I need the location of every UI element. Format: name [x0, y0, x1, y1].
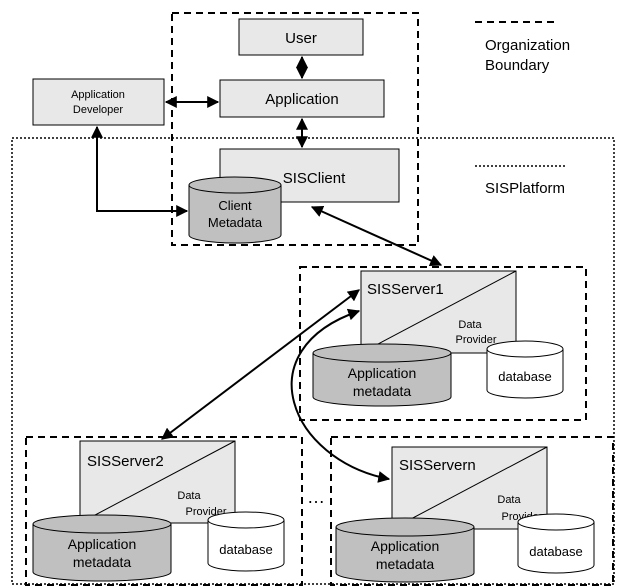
- arrow-clientmeta-server1: [310, 205, 443, 267]
- app-developer-box: [32, 78, 165, 126]
- application-label: Application: [265, 91, 338, 108]
- server1-meta-label-1: Application: [348, 365, 417, 381]
- server1-provider-2: Provider: [456, 334, 497, 346]
- app-developer-label-2: Developer: [73, 104, 123, 116]
- legend-org-label-1: Organization: [485, 37, 570, 54]
- servers-ellipsis: …: [307, 487, 325, 507]
- server2-meta-label-2: metadata: [73, 554, 132, 570]
- servern-app-metadata-cylinder: [335, 517, 475, 583]
- client-metadata-cylinder: [188, 176, 282, 244]
- server2-database-cylinder: [207, 511, 285, 572]
- server2-diagonal: [79, 440, 236, 524]
- app-developer-label-1: Application: [71, 89, 125, 101]
- server2-database-label: database: [219, 542, 273, 557]
- server1-org-boundary: [299, 266, 587, 421]
- application-box: [219, 79, 385, 118]
- server1-database-cylinder: [486, 340, 564, 399]
- arrow-server1-servern: [290, 308, 391, 483]
- client-metadata-label-2: Metadata: [208, 215, 263, 230]
- servern-diagonal: [391, 446, 548, 530]
- sisclient-label: SISClient: [283, 170, 346, 187]
- servern-meta-label-1: Application: [371, 538, 440, 554]
- servern-label: SISServern: [399, 457, 476, 474]
- server2-provider-1: Data: [177, 490, 201, 502]
- user-box: [238, 18, 364, 56]
- servern-org-boundary: [330, 436, 614, 586]
- arrow-developer-clientmeta: [91, 125, 189, 217]
- server1-label: SISServer1: [367, 281, 444, 298]
- arrow-server1-server2: [161, 289, 360, 440]
- legend-org-label-2: Boundary: [485, 57, 550, 74]
- server2-app-metadata-cylinder: [32, 514, 172, 582]
- legend-platform-label: SISPlatform: [485, 180, 565, 197]
- servern-database-cylinder: [517, 513, 595, 574]
- servern-provider-1: Data: [497, 494, 521, 506]
- user-label: User: [285, 30, 317, 47]
- server1-database-label: database: [498, 369, 552, 384]
- server1-provider-1: Data: [458, 319, 482, 331]
- server2-meta-label-1: Application: [68, 536, 137, 552]
- server2-label: SISServer2: [87, 453, 164, 470]
- server1-meta-label-2: metadata: [353, 383, 412, 399]
- servern-database-label: database: [529, 544, 583, 559]
- servern-meta-label-2: metadata: [376, 556, 435, 572]
- sis-platform-boundary: [11, 137, 615, 585]
- client-metadata-label-1: Client: [218, 198, 252, 213]
